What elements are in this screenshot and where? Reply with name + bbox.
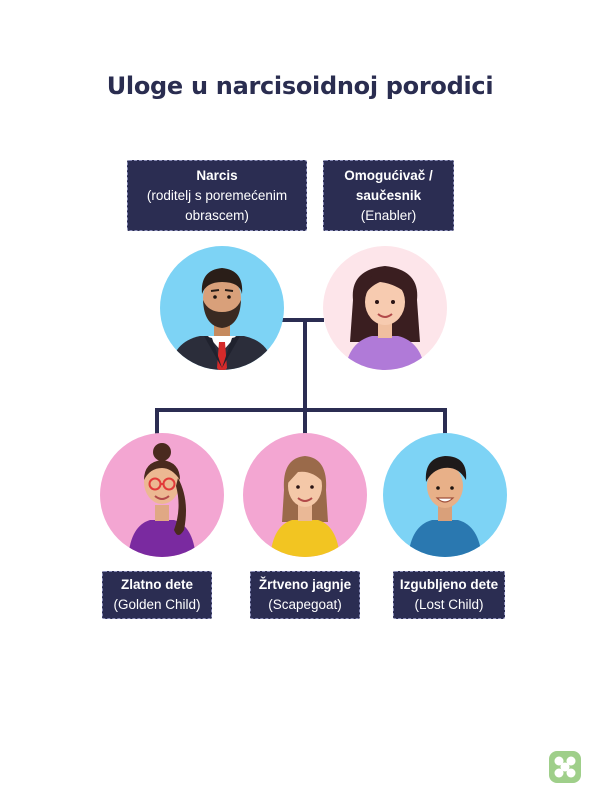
label-enabler: Omogućivač / saučesnik (Enabler) [323, 160, 454, 231]
label-lost-child-desc: (Lost Child) [414, 597, 484, 612]
label-scapegoat: Žrtveno jagnje (Scapegoat) [250, 571, 360, 619]
woman-purple-top-icon [323, 246, 447, 370]
bearded-man-suit-icon [160, 246, 284, 370]
label-lost-child-role: Izgubljeno dete [399, 577, 499, 592]
label-enabler-role-line2: saučesnik [355, 187, 422, 203]
connector-lines [155, 318, 447, 438]
label-lost-child: Izgubljeno dete (Lost Child) [393, 571, 505, 619]
label-golden-child: Zlatno dete (Golden Child) [102, 571, 212, 619]
label-golden-child-role: Zlatno dete [120, 577, 193, 592]
label-narcis-desc-line1: (roditelj s poremećenim [146, 187, 288, 203]
label-narcis: Narcis (roditelj s poremećenim obrascem) [127, 160, 307, 231]
label-scapegoat-role: Žrtveno jagnje [258, 577, 352, 592]
girl-glasses-icon [100, 433, 224, 557]
boy-blue-shirt-icon [383, 433, 507, 557]
label-scapegoat-desc: (Scapegoat) [268, 597, 342, 612]
girl-yellow-sweater-icon [243, 433, 367, 557]
page-title: Uloge u narcisoidnoj porodici [106, 72, 494, 100]
label-narcis-role: Narcis [196, 167, 238, 183]
label-enabler-desc: (Enabler) [360, 207, 417, 223]
label-enabler-role-line1: Omogućivač / [344, 167, 433, 183]
label-golden-child-desc: (Golden Child) [113, 597, 201, 612]
label-narcis-desc-line2: obrascem) [185, 207, 249, 223]
brand-logo-icon [549, 751, 581, 783]
